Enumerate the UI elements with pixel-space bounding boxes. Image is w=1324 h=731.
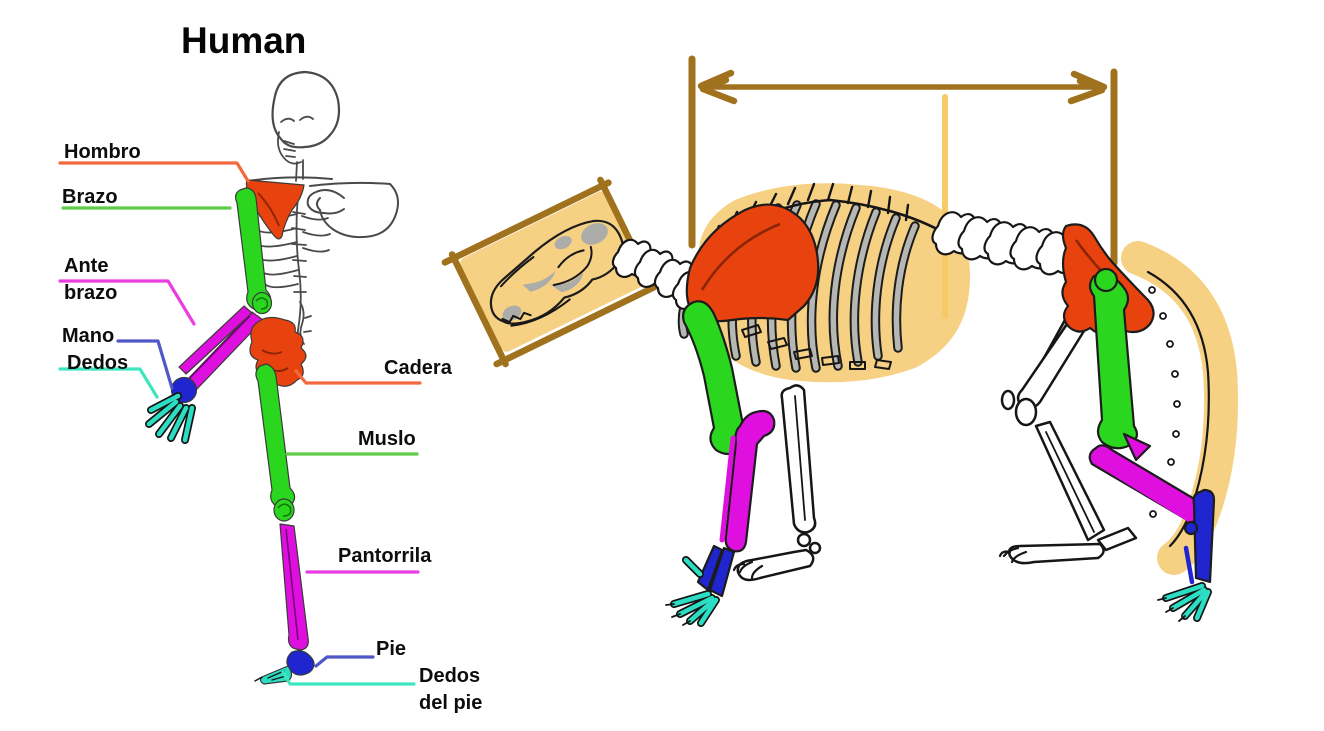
human-tibia-highlight (279, 523, 309, 651)
human-elbow-swirl (255, 297, 269, 310)
mano-leader-line (116, 339, 174, 390)
diagram-title: Human (181, 20, 307, 61)
human-knee-highlight (273, 498, 295, 522)
arrowhead-left (697, 69, 738, 105)
femur-head (1093, 267, 1119, 293)
skull-shading (502, 223, 608, 321)
front-leg-uncolored (732, 384, 822, 582)
hind-metatarsal (1183, 545, 1195, 585)
white-radius-ulna (780, 384, 817, 534)
right-arm-sketch (319, 183, 399, 239)
front-radius-highlight (724, 409, 776, 553)
humerus-highlight (682, 300, 748, 456)
human-scapula-line (257, 192, 280, 227)
label-dedos: Dedos (67, 352, 129, 374)
hind-tarsus-highlight (1192, 488, 1216, 584)
label-pantorrila: Pantorrila (338, 545, 432, 567)
ante-brazo-leader-line (58, 279, 196, 326)
front-toes-highlight (665, 556, 720, 627)
scapula-spine-line (700, 222, 781, 291)
hind-leg-colored (1061, 223, 1216, 622)
hind-ankle-knob (1183, 520, 1199, 536)
white-patella (1000, 389, 1016, 411)
label-ante-brazo: Ante brazo (64, 255, 118, 304)
fibula-highlight (1103, 465, 1193, 523)
right-hand-sketch (306, 189, 345, 215)
human-toe-lines (254, 670, 287, 682)
label-hombro: Hombro (64, 141, 141, 163)
measurement-arrow (688, 55, 1118, 319)
tibia-crest (1122, 432, 1152, 462)
hind-leg-uncolored (998, 298, 1138, 565)
human-knee-swirl (277, 503, 292, 517)
label-dedos-del-pie: Dedos del pie (419, 665, 483, 714)
label-leader-lines (58, 161, 422, 686)
white-radius-line (794, 395, 806, 521)
dedos-del-pie-leader-line (281, 670, 416, 686)
label-cadera: Cadera (384, 357, 452, 379)
hind-claws (1157, 597, 1186, 622)
skull-detail-lines (499, 245, 593, 327)
skull-sketch (271, 70, 341, 149)
front-claws (665, 603, 691, 626)
white-hind-toes (998, 546, 1028, 564)
human-fibula-line (285, 528, 299, 641)
human-foot-highlight (286, 650, 315, 676)
white-carpal-2 (808, 541, 822, 555)
label-mano: Mano (62, 325, 115, 347)
human-colored-bones (145, 179, 315, 685)
front-ulna-highlight (719, 435, 736, 543)
dedos-leader-line (58, 367, 159, 399)
label-pie: Pie (376, 638, 407, 660)
animal-figure (441, 55, 1238, 627)
sternum-segments (741, 324, 892, 370)
hombro-leader-line (58, 161, 250, 183)
human-skeleton-sketch (246, 70, 399, 361)
hind-toes-highlight (1157, 582, 1212, 622)
human-elbow-highlight (251, 291, 273, 315)
metacarpal-1 (708, 546, 736, 598)
arrowhead-right (1067, 70, 1108, 105)
label-brazo: Brazo (62, 186, 118, 208)
pie-leader-line (314, 655, 375, 668)
white-knee (1014, 397, 1038, 427)
white-hind-foot (1007, 542, 1105, 565)
clavicle-sketch (246, 176, 391, 187)
human-forearm-bone-2 (178, 305, 253, 375)
tail-highlight-band (1121, 241, 1238, 575)
label-muslo: Muslo (358, 428, 416, 450)
cadera-leader-line (294, 369, 422, 385)
tail-sketch-line (1146, 270, 1210, 548)
white-front-paw (736, 548, 815, 582)
front-leg-colored (665, 203, 820, 627)
white-front-toes (732, 560, 764, 580)
human-fingers-highlight (145, 392, 196, 444)
white-fibula-line (1045, 431, 1095, 533)
human-forearm-line (189, 315, 251, 379)
human-figure (58, 70, 422, 686)
white-carpal-1 (796, 532, 812, 548)
tibia-highlight (1088, 444, 1205, 523)
femur-highlight (1088, 272, 1139, 450)
